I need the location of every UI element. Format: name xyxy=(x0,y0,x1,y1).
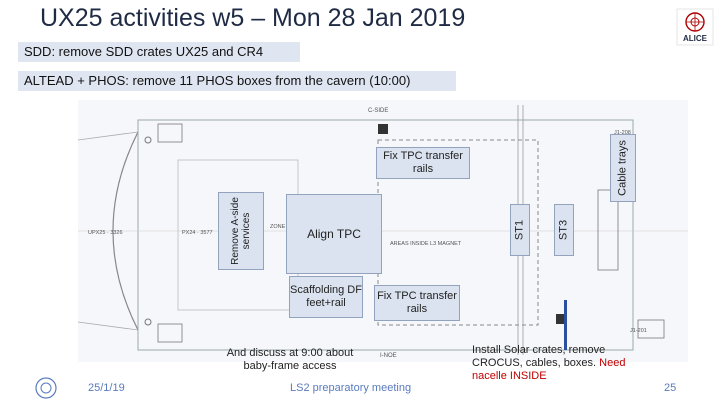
footer-page-number: 25 xyxy=(664,382,677,394)
drawing-j201: J1-201 xyxy=(630,328,647,334)
label-fix-rails-top: Fix TPC transfer rails xyxy=(376,147,470,179)
note-discuss: And discuss at 9:00 about baby-frame acc… xyxy=(226,347,354,372)
note-install-text: Install Solar crates, remove CROCUS, cab… xyxy=(472,344,606,369)
label-remove-aside: Remove A-side services xyxy=(218,192,264,270)
label-align-tpc: Align TPC xyxy=(286,194,382,274)
drawing-upx: UPX25 · 3326 xyxy=(88,230,123,236)
label-st3-text: ST3 xyxy=(557,219,570,241)
floor-plan-drawing: C-SIDE I-NOE AREAS INSIDE L3 MAGNET ZONE… xyxy=(78,105,688,359)
banner-phos: ALTEAD + PHOS: remove 11 PHOS boxes from… xyxy=(18,71,456,91)
label-st1: ST1 xyxy=(510,204,530,256)
label-st3: ST3 xyxy=(554,204,574,256)
cern-icon xyxy=(35,377,57,399)
drawing-zone: ZONE 4 xyxy=(270,224,290,230)
drawing-j208: J1-208 xyxy=(614,130,631,136)
footer-date: 25/1/19 xyxy=(88,382,125,394)
note-install: Install Solar crates, remove CROCUS, cab… xyxy=(472,344,650,383)
floor-plan: C-SIDE I-NOE AREAS INSIDE L3 MAGNET ZONE… xyxy=(78,100,688,362)
label-fix-rails-bottom: Fix TPC transfer rails xyxy=(374,285,460,321)
drawing-px24: PX24 · 3577 xyxy=(182,230,213,236)
drawing-magnet: AREAS INSIDE L3 MAGNET xyxy=(390,241,462,247)
pointer-arrow-install xyxy=(564,300,567,350)
drawing-bottom-side: I-NOE xyxy=(380,353,397,359)
logo-text: ALICE xyxy=(683,34,708,43)
banner-sdd: SDD: remove SDD crates UX25 and CR4 xyxy=(18,42,300,62)
label-st1-text: ST1 xyxy=(513,219,526,241)
note-install-alert: Need nacelle INSIDE xyxy=(472,357,626,382)
drawing-top-side: C-SIDE xyxy=(368,108,388,114)
slide-title: UX25 activities w5 – Mon 28 Jan 2019 xyxy=(40,4,466,32)
label-remove-aside-text: Remove A-side services xyxy=(230,197,252,265)
alice-logo: ALICE xyxy=(676,8,714,46)
footer-meeting: LS2 preparatory meeting xyxy=(290,382,412,394)
label-cable-trays-text: Cable trays xyxy=(616,140,629,196)
label-cable-trays: Cable trays xyxy=(610,134,636,202)
label-scaffolding: Scaffolding DF feet+rail xyxy=(289,276,363,318)
